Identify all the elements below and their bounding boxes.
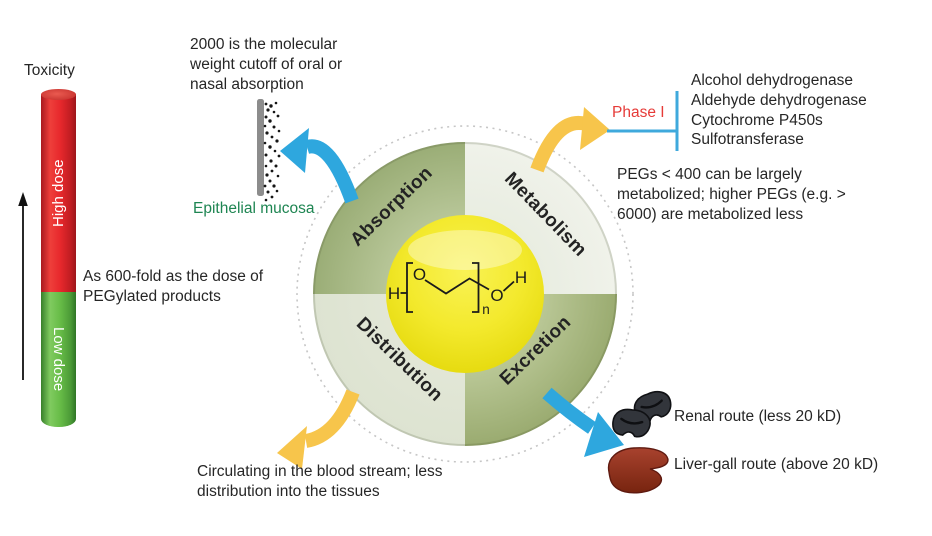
dose-bar: High dose Low dose [41, 89, 76, 427]
mucosa-bar-icon [257, 99, 281, 202]
enzyme-item: Aldehyde dehydrogenase [691, 91, 867, 109]
dose-bar-cap [41, 89, 76, 100]
adme-wheel [296, 125, 634, 463]
wheel-center-disc [386, 215, 544, 373]
dose-axis-arrow-icon [18, 192, 28, 380]
mw-cutoff-note: 2000 is the molecular weight cutoff of o… [190, 36, 343, 93]
enzyme-item: Alcohol dehydrogenase [691, 72, 854, 89]
circulating-note: Circulating in the blood stream; less di… [197, 463, 443, 500]
toxicity-title: Toxicity [24, 62, 75, 79]
peg-molecule-structure [400, 262, 515, 313]
dose-note: As 600-fold as the dose of PEGylated pro… [83, 268, 264, 305]
enzyme-item: Cytochrome P450s [691, 111, 823, 129]
kidneys-icon [612, 390, 672, 438]
renal-route-label: Renal route (less 20 kD) [674, 408, 842, 425]
low-dose-label: Low dose [50, 327, 67, 392]
blue-arrow-absorption-icon [280, 128, 359, 204]
yellow-arrow-metabolism-icon [530, 107, 610, 173]
low-dose-segment [41, 292, 76, 427]
blue-arrow-excretion-icon [542, 387, 624, 457]
phase-i-label: Phase I [612, 104, 665, 121]
enzyme-item: Sulfotransferase [691, 131, 804, 149]
liver-route-label: Liver-gall route (above 20 kD) [674, 456, 879, 473]
high-dose-label: High dose [50, 159, 67, 227]
epithelial-mucosa-label: Epithelial mucosa [193, 200, 315, 217]
wheel-dashed-ring [296, 125, 634, 463]
phase-bracket [607, 91, 679, 151]
enzyme-list: Alcohol dehydrogenase Aldehyde dehydroge… [691, 71, 867, 150]
high-dose-segment [41, 94, 76, 292]
liver-icon [607, 447, 669, 494]
yellow-arrow-distribution-icon [277, 389, 360, 469]
pegs-metabolism-note: PEGs < 400 can be largely metabolized; h… [617, 166, 846, 223]
